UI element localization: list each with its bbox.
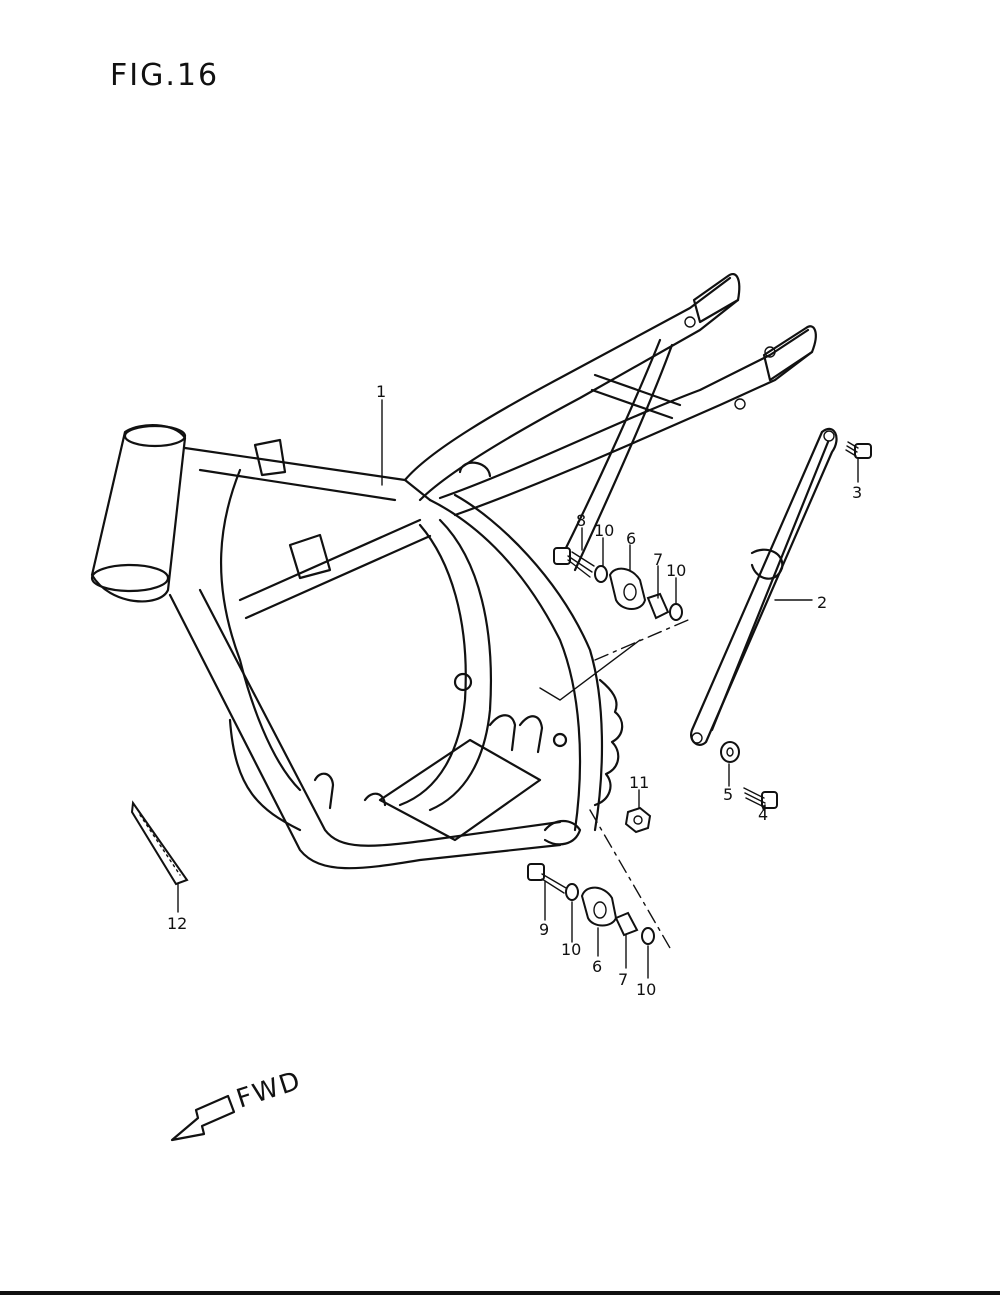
cushion-6-lower [580,886,618,927]
callout-10-a: 10 [594,521,614,540]
callout-3: 3 [852,483,862,502]
callout-1: 1 [376,382,386,401]
callout-8: 8 [576,511,586,530]
callout-labels: 1 2 3 4 5 8 10 6 7 10 11 9 10 6 7 10 12 [167,382,862,999]
callout-4: 4 [758,805,768,824]
collar-7-lower [614,911,639,937]
washer-10-upper-right [669,603,683,621]
callout-10-d: 10 [636,980,656,999]
forward-label: FWD [233,1066,306,1115]
nut-11 [624,806,652,834]
figure-title: FIG.16 [110,58,220,93]
callout-5: 5 [723,785,733,804]
rear-subframe [403,273,817,572]
callout-7-b: 7 [618,970,628,989]
washer-10-lower-left [565,883,579,901]
callout-10-c: 10 [561,940,581,959]
forward-direction-indicator: FWD [170,1066,306,1142]
bolt-9 [527,863,567,894]
bottom-rule [0,1291,1000,1295]
side-stay [690,427,838,746]
assembly-guide-lines [539,619,689,949]
bolt-3 [845,441,872,459]
callout-11: 11 [629,773,649,792]
callout-6-a: 6 [626,529,636,548]
main-frame [90,424,624,870]
bolt-8 [553,547,595,578]
callout-12: 12 [167,914,187,933]
leader-lines [177,399,859,979]
washer-10-lower-right [641,927,655,945]
callout-6-b: 6 [592,957,602,976]
callout-7-a: 7 [653,550,663,569]
callout-9: 9 [539,920,549,939]
forward-arrow-icon [170,1094,236,1142]
callout-10-b: 10 [666,561,686,580]
cushion-6-upper [608,567,647,610]
collar-7-upper [646,592,670,620]
label-12 [130,800,189,886]
callout-2: 2 [817,593,827,612]
washer-10-upper-left [594,565,608,583]
washer-5 [720,741,740,763]
